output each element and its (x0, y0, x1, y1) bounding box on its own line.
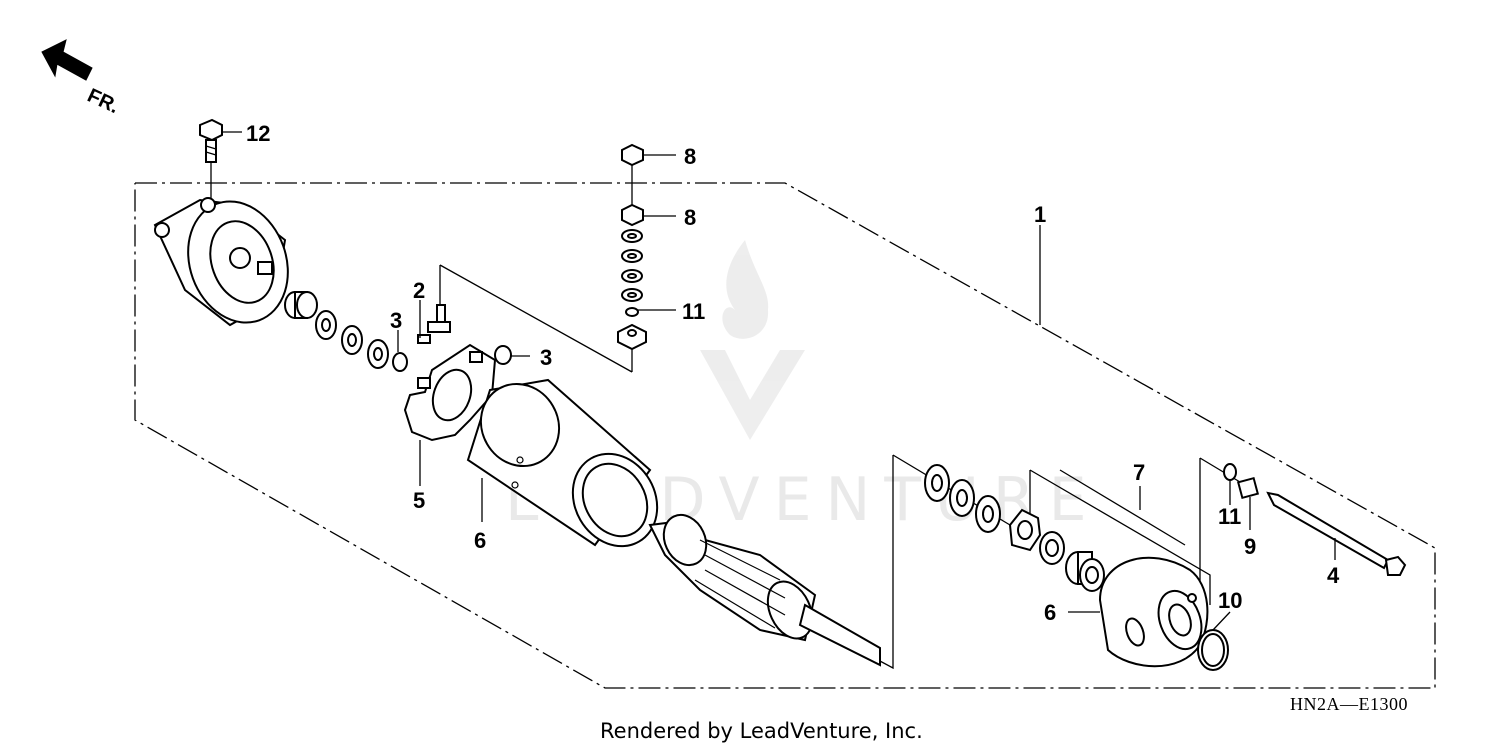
diagram-code: HN2A—E1300 (1290, 694, 1408, 714)
stopper-9 (1236, 476, 1260, 500)
front-bush (284, 291, 318, 319)
brush-spring-3a (392, 352, 408, 372)
terminal-screw-2 (417, 304, 451, 344)
callout-6a: 6 (474, 528, 486, 553)
o-ring-11b (1223, 463, 1237, 481)
callout-2: 2 (413, 278, 425, 303)
callout-8b: 8 (684, 205, 696, 230)
washer-rear-2 (949, 479, 975, 517)
callout-8a: 8 (684, 144, 696, 169)
front-direction-label: FR. (84, 85, 122, 119)
brush-spring-3b (494, 345, 512, 365)
washer-front-3 (367, 339, 389, 369)
assembly-outline (134, 182, 1436, 689)
needle-bearing (1065, 551, 1105, 592)
callout-12: 12 (246, 121, 270, 146)
terminal-insulator (617, 323, 647, 351)
washer-front-1 (315, 310, 337, 340)
terminal-nut-8a (621, 143, 644, 167)
o-ring-11a (625, 307, 639, 317)
armature (648, 513, 881, 667)
brush-holder-bracket (439, 264, 633, 373)
front-direction-arrow-icon: FR. (41, 39, 122, 119)
washer-front-2 (341, 325, 363, 355)
callout-4: 4 (1327, 563, 1340, 588)
callout-11b: 11 (1218, 504, 1241, 529)
seal-bracket (1029, 469, 1211, 605)
through-bolt-4 (1266, 491, 1407, 576)
lock-plate (1008, 508, 1042, 552)
brush-holder-plate-5 (403, 343, 497, 442)
rear-cover-6 (1098, 556, 1209, 668)
flange-bolt-12 (199, 118, 223, 163)
bearing-bracket (877, 455, 894, 670)
o-ring-10 (1197, 629, 1229, 671)
yoke-housing-6 (466, 378, 659, 548)
callout-5: 5 (413, 488, 425, 513)
callout-9: 9 (1244, 534, 1256, 559)
callout-3a: 3 (390, 308, 402, 333)
footer-credit: Rendered by LeadVenture, Inc. (600, 719, 923, 743)
washer-rear-1 (924, 464, 950, 502)
terminal-nut-8b (621, 203, 644, 227)
washer-rear-3 (975, 495, 1001, 533)
callout-7: 7 (1133, 460, 1145, 485)
bearing (1039, 531, 1065, 565)
callout-10: 10 (1218, 588, 1242, 613)
watermark-logo (700, 240, 805, 440)
callout-1: 1 (1034, 202, 1046, 227)
callout-11a: 11 (682, 299, 705, 324)
callout-6b: 6 (1044, 600, 1056, 625)
front-cover (153, 197, 289, 327)
callout-3b: 3 (540, 345, 552, 370)
terminal-washer-stack (621, 229, 643, 302)
